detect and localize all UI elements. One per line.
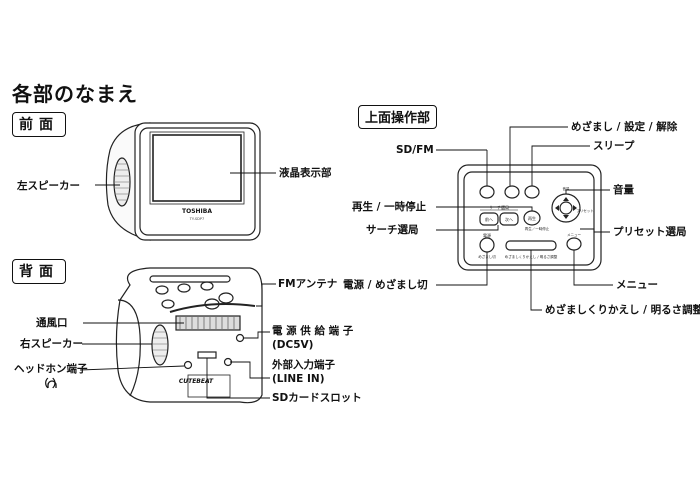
model-label: TY-SDP7 <box>189 217 204 221</box>
lcd-screen <box>152 134 242 202</box>
label-dc-voltage: (DC5V) <box>272 339 314 351</box>
label-right-speaker: 右スピーカー <box>20 338 83 350</box>
label-alarm-set: めざまし / 設定 / 解除 <box>571 121 678 133</box>
section-front: 前面 <box>12 112 66 137</box>
back-logo: CUTEBEAT <box>179 378 214 385</box>
label-sleep: スリープ <box>593 140 635 152</box>
headphone-jack <box>183 360 193 370</box>
search-next-shape <box>499 212 519 226</box>
front-device: TOSHIBA TY-SDP7 <box>105 122 261 241</box>
label-play-stop: 再生 / 一時停止 <box>352 201 427 213</box>
top-panel-device <box>457 164 602 271</box>
label-snooze: めざましくりかえし / 明るさ調整 <box>545 304 700 316</box>
right-speaker-grille <box>151 324 169 366</box>
label-sd-slot: SDカードスロット <box>272 392 362 404</box>
back-device: CUTEBEAT <box>115 267 263 404</box>
panel-snooze-caption: めざましくりかえし / 明るさ調整 <box>505 254 558 259</box>
section-back: 背面 <box>12 259 66 284</box>
fm-antenna-wire <box>169 303 256 313</box>
vent-slots <box>175 315 241 331</box>
label-lcd: 液晶表示部 <box>279 167 332 179</box>
section-top-panel: 上面操作部 <box>358 105 438 129</box>
label-fm-antenna: FMアンテナ <box>278 278 338 290</box>
label-volume: 音量 <box>613 184 634 196</box>
label-preset: プリセット選局 <box>613 226 687 238</box>
panel-preset-caption: プリセット <box>576 208 594 213</box>
label-menu: メニュー <box>616 279 658 291</box>
label-headphone: ヘッドホン端子 <box>14 363 88 375</box>
alarm-button-shape <box>504 185 520 199</box>
panel-play-button[interactable]: 再生 <box>528 215 536 221</box>
panel-back-button[interactable]: 前へ <box>485 216 493 222</box>
page-title: 各部のなまえ <box>12 82 138 106</box>
left-speaker-grille <box>113 157 131 207</box>
headphone-icon <box>47 380 57 388</box>
panel-next-button[interactable]: 次へ <box>505 216 513 222</box>
search-back-shape <box>479 212 499 226</box>
label-search: サーチ選局 <box>366 224 419 236</box>
panel-menu-caption: メニュー <box>567 233 581 237</box>
panel-power-sub: めざまし切 <box>478 254 496 259</box>
label-dc-in: 電 源 供 給 端 子 <box>272 325 354 337</box>
label-line-in: 外部入力端子 <box>272 359 335 371</box>
panel-volume-caption: 音量 <box>563 186 571 191</box>
panel-search-header: サーチ選局 <box>489 204 509 210</box>
label-vent: 通風口 <box>36 317 68 329</box>
panel-power-caption: 電源 <box>483 232 491 238</box>
leader-lines <box>79 126 613 399</box>
label-power-alarm-off: 電源 / めざまし切 <box>343 279 428 291</box>
label-line-in-sub: (LINE IN) <box>272 373 325 385</box>
panel-play-caption: 再生／一時停止 <box>525 226 550 231</box>
label-sd-fm: SD/FM <box>396 144 434 156</box>
label-left-speaker: 左スピーカー <box>17 180 80 192</box>
brand-logo: TOSHIBA <box>182 208 212 215</box>
